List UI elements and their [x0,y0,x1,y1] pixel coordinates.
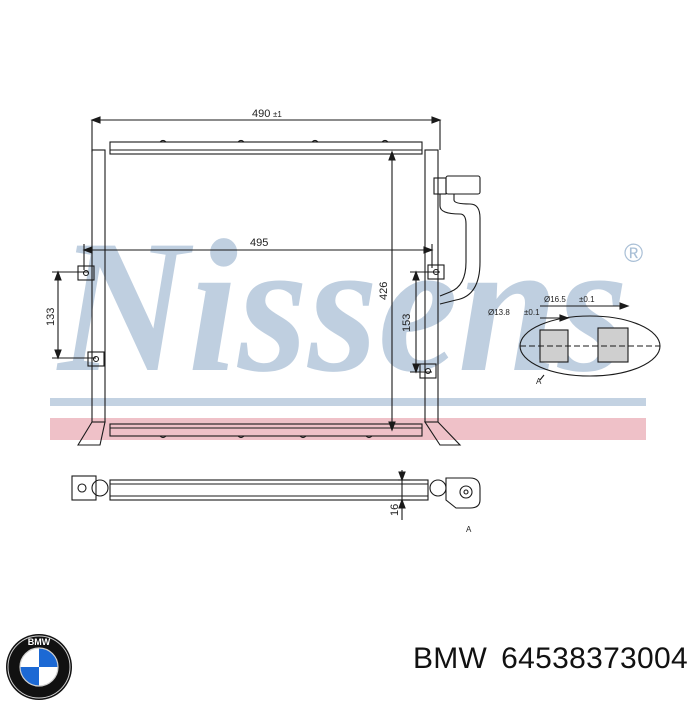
overall-width-tolerance: ±1 [273,110,282,119]
core-width-label: 495 [250,237,268,249]
height-dimension [388,150,396,432]
left-tank [77,149,106,446]
left-lower-bracket [87,351,105,367]
dimension-labels: 490 ±1 495 426 133 153 16 Ø16.5 ±0.1 Ø13… [45,108,595,534]
core-rails [109,139,423,439]
watermark-blue-band [50,398,646,406]
core-width-dimension [82,244,434,270]
bmw-logo-icon: BMW [6,634,72,700]
brand-label: BMW [412,642,488,675]
svg-text:BMW: BMW [28,637,51,647]
pipe-inner-label: Ø13.8 [488,308,510,317]
right-spacing-label: 153 [401,314,413,332]
left-upper-bracket [77,265,95,281]
right-tank [423,149,462,446]
pipe-outer-label: Ø16.5 [544,295,566,304]
watermark-text: Nissens [56,202,628,412]
watermark-red-band [50,418,646,440]
detail-marker-a: A [536,377,542,386]
thickness-label: 16 [389,504,401,516]
detail-marker-a-view: A [466,525,472,534]
overall-width-label: 490 [252,108,270,120]
height-label: 426 [378,282,390,300]
right-bracket-dimension [410,270,440,374]
outlet-pipe [433,175,481,305]
pipe-inner-tolerance: ±0.1 [524,308,540,317]
right-lower-bracket [419,363,437,379]
left-spacing-label: 133 [45,308,57,326]
watermark-registered-mark: ® [624,238,643,268]
right-upper-bracket [427,264,445,280]
overall-width-dimension [90,116,442,152]
left-bracket-dimension [52,270,96,360]
part-caption: BMW 64538373004 [413,642,688,676]
top-view [71,470,481,520]
pipe-outer-tolerance: ±0.1 [579,295,595,304]
pipe-section-detail [519,302,661,381]
part-number: 64538373004 [501,642,688,675]
watermark: Nissens ® [50,202,646,440]
